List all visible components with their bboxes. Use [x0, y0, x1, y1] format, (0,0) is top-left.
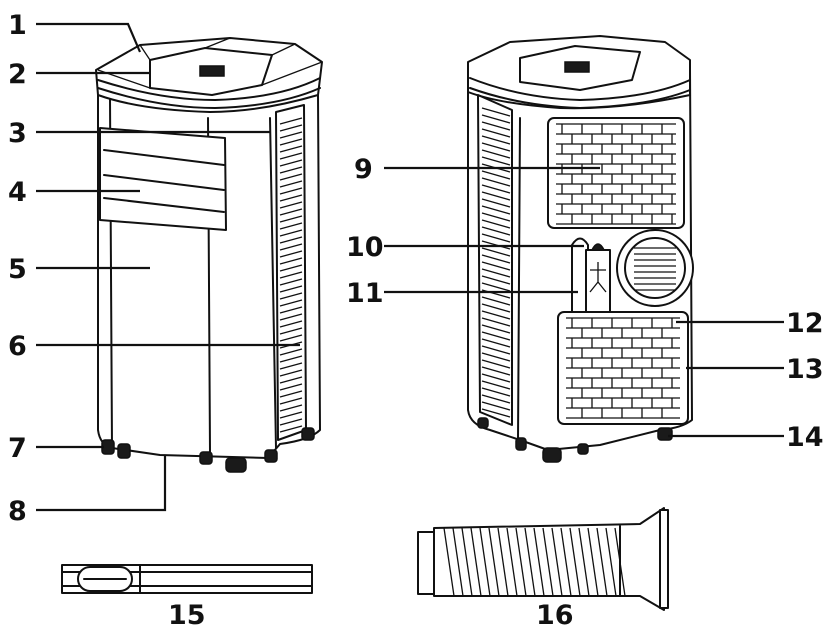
front-unit	[95, 37, 323, 473]
hose-connector	[417, 531, 435, 595]
callout-1: 1	[8, 10, 27, 41]
callout-labels: 1 2 3 4 5 6 7 8 9 10 11 12 13 14 15 16	[8, 10, 823, 631]
callout-2: 2	[8, 59, 27, 90]
hose-ribs	[443, 527, 626, 597]
callout-3: 3	[8, 118, 27, 149]
exhaust-hose	[417, 507, 669, 611]
side-face-edge	[269, 117, 277, 449]
upper-grille-bricks	[556, 123, 676, 225]
window-slider-kit	[61, 564, 313, 594]
front-casters	[101, 427, 315, 473]
leader-lines	[36, 22, 784, 512]
rear-side-grille-slats	[481, 107, 511, 418]
callout-9: 9	[354, 154, 373, 185]
callout-10: 10	[346, 232, 384, 263]
exhaust-port	[616, 229, 694, 307]
side-grille-slats	[279, 117, 303, 433]
callout-13: 13	[786, 354, 823, 385]
rear-face-edge	[517, 117, 521, 441]
hose-body	[433, 507, 665, 611]
rear-top-panel	[519, 45, 641, 91]
callout-4: 4	[8, 177, 27, 208]
louver-slats	[103, 149, 225, 213]
rear-side-grille-frame	[477, 94, 513, 426]
callout-12: 12	[786, 308, 823, 339]
callout-7: 7	[8, 433, 27, 464]
leader-8	[36, 456, 167, 512]
rear-top-window	[564, 61, 590, 73]
callout-14: 14	[786, 422, 823, 453]
louver-panel	[99, 127, 227, 231]
exhaust-port-inner	[624, 237, 686, 299]
exhaust-port-slats	[634, 247, 676, 291]
lower-grille-bricks	[566, 317, 680, 419]
callout-6: 6	[8, 331, 27, 362]
callout-5: 5	[8, 254, 27, 285]
callout-16: 16	[536, 600, 574, 631]
lid-facets	[97, 37, 323, 89]
drain-plug	[590, 243, 606, 251]
lid-rim	[97, 77, 321, 101]
rear-lid-rim-lower	[469, 87, 691, 109]
drain-symbol	[589, 262, 607, 293]
leader-1	[36, 22, 142, 53]
lid-rim-lower	[97, 87, 321, 109]
callout-11: 11	[346, 278, 384, 309]
callout-15: 15	[168, 600, 206, 631]
display-window	[199, 65, 225, 77]
hose-nozzle-flange	[659, 509, 669, 609]
rear-lid-rim	[469, 77, 691, 101]
rear-casters	[477, 417, 673, 463]
callout-8: 8	[8, 496, 27, 527]
rear-unit	[467, 35, 694, 463]
